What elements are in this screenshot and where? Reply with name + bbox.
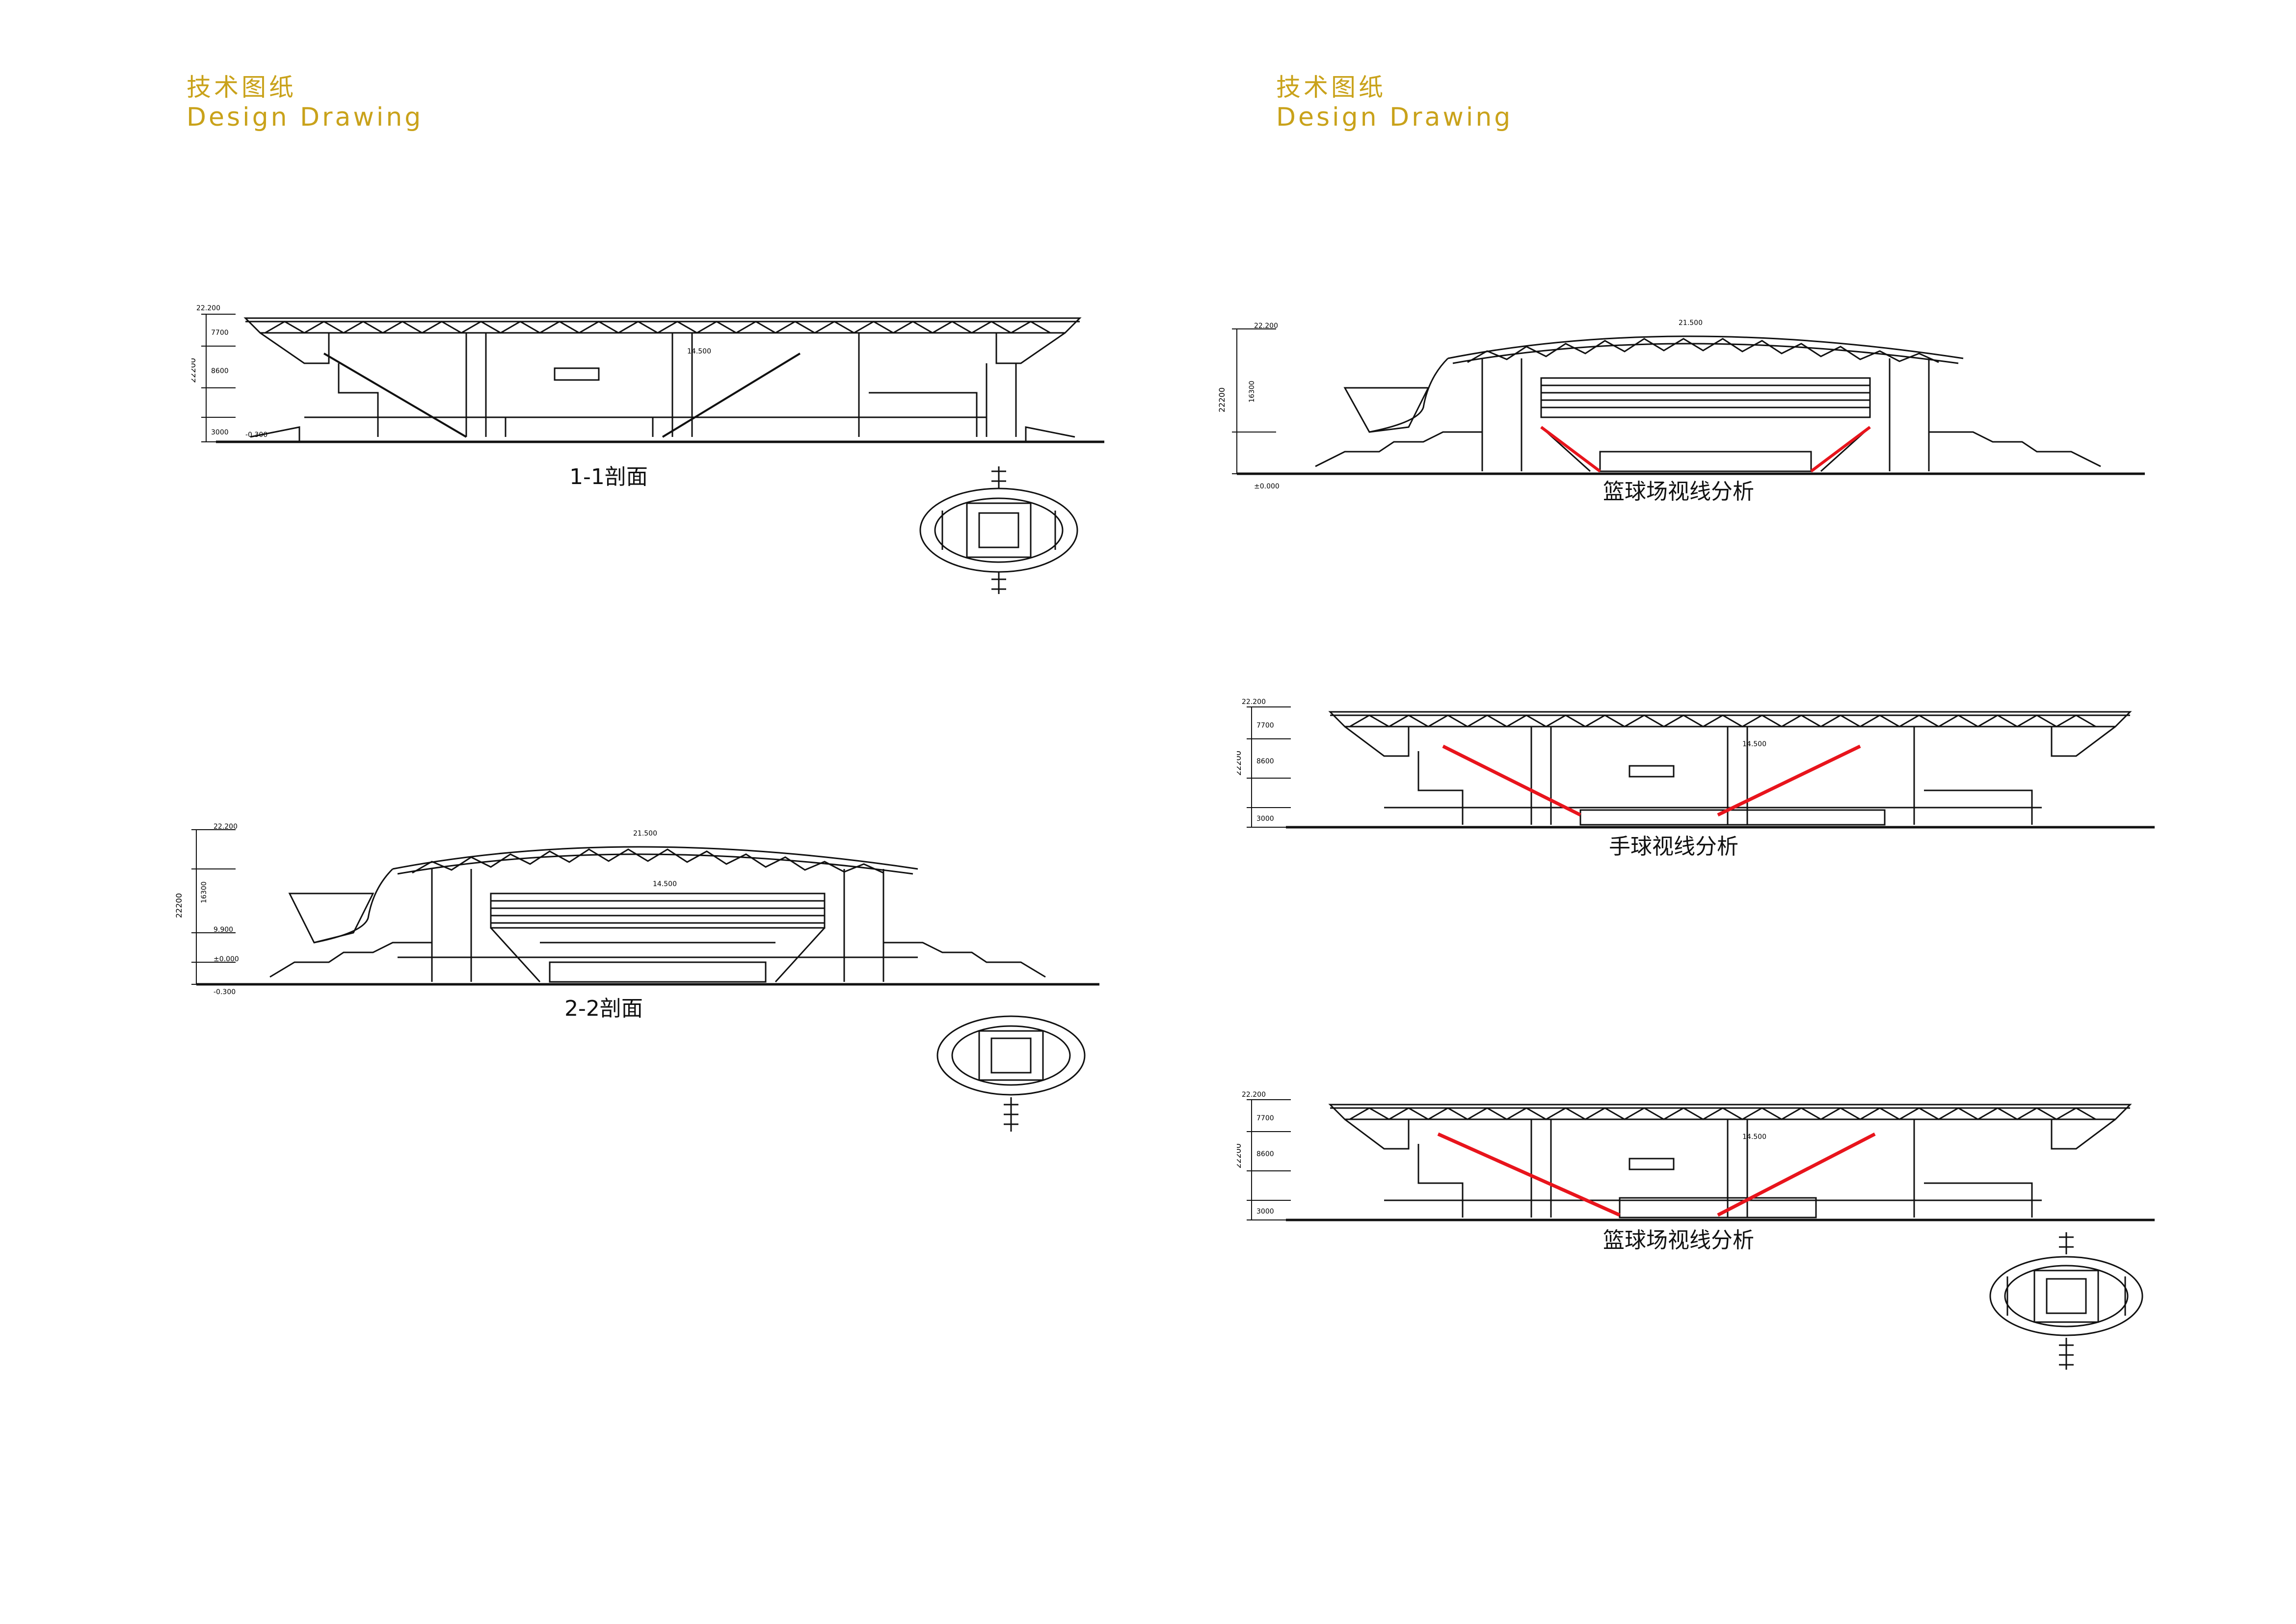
left-header: 技术图纸 Design Drawing [187, 73, 423, 133]
left-header-title-cn: 技术图纸 [187, 73, 296, 102]
elev-truss-1: 14.500 [687, 348, 711, 355]
elev-roof-1: 22.200 [196, 304, 220, 312]
dim-mid-1: 8600 [211, 367, 229, 375]
elev-ground-3: ±0.000 [1254, 483, 1280, 490]
basketball-sightline-bottom-drawing: 22200 7700 8600 3000 22.200 14.500 [1237, 1091, 2155, 1221]
elev-below-2: -0.300 [214, 988, 236, 996]
dim-dome-2: 16300 [200, 881, 208, 903]
elev-dome-2: 21.500 [633, 830, 657, 838]
dim-bottom-1: 3000 [211, 429, 229, 436]
left-header-title-en: Design Drawing [187, 103, 424, 132]
elev-truss-4: 14.500 [1742, 740, 1766, 748]
dim-top-1: 7700 [211, 329, 229, 337]
caption-handball-sightline: 手球视线分析 [1609, 834, 1738, 859]
dim-total-3: 22200 [1217, 387, 1227, 412]
key-plan-icon [919, 466, 1078, 594]
elev-upper-2: 9.900 [214, 926, 233, 934]
elev-truss-2: 14.500 [653, 880, 677, 888]
dim-total-2: 22200 [174, 893, 184, 918]
key-plan-icon [936, 1015, 1086, 1132]
handball-sightline-drawing: 22200 7700 8600 3000 22.200 14.500 [1237, 698, 2155, 829]
elev-ground-1: -0.300 [245, 431, 267, 439]
caption-basketball-sightline-bottom: 篮球场视线分析 [1603, 1228, 1754, 1253]
dim-dome-3: 16300 [1248, 380, 1256, 403]
dim-mid-4: 8600 [1256, 758, 1274, 765]
caption-section-1-1: 1-1剖面 [569, 464, 648, 489]
elev-truss-5: 14.500 [1742, 1133, 1766, 1141]
caption-basketball-sightline-top: 篮球场视线分析 [1603, 479, 1754, 504]
caption-section-2-2: 2-2剖面 [564, 996, 643, 1021]
right-header-title-cn: 技术图纸 [1276, 73, 1386, 102]
elev-roof-3: 22.200 [1254, 322, 1278, 330]
key-plan-icon [1989, 1232, 2143, 1370]
elev-ground-2: ±0.000 [214, 955, 239, 963]
elev-roof-2: 22.200 [214, 823, 238, 831]
elev-dome-3: 21.500 [1679, 319, 1703, 327]
dim-total-5: 22200 [1237, 1143, 1243, 1168]
dim-bottom-4: 3000 [1256, 815, 1274, 823]
dim-top-5: 7700 [1256, 1114, 1274, 1122]
right-header-title-en: Design Drawing [1276, 103, 1513, 132]
dim-total-4: 22200 [1237, 751, 1243, 776]
elev-roof-5: 22.200 [1242, 1091, 1266, 1099]
dim-total-1: 22200 [191, 358, 197, 383]
elev-roof-4: 22.200 [1242, 698, 1266, 706]
dim-mid-5: 8600 [1256, 1150, 1274, 1158]
section-2-2-drawing: 22200 16300 22.200 21.500 14.500 9.900 ±… [174, 823, 1099, 996]
basketball-sightline-top-drawing: 22200 16300 22.200 21.500 ±0.000 [1217, 319, 2145, 490]
dim-bottom-5: 3000 [1256, 1208, 1274, 1216]
right-header: 技术图纸 Design Drawing [1276, 73, 1513, 133]
dim-top-4: 7700 [1256, 722, 1274, 730]
section-1-1-drawing: 22200 7700 8600 3000 22.200 -0.300 14.50… [191, 304, 1104, 443]
